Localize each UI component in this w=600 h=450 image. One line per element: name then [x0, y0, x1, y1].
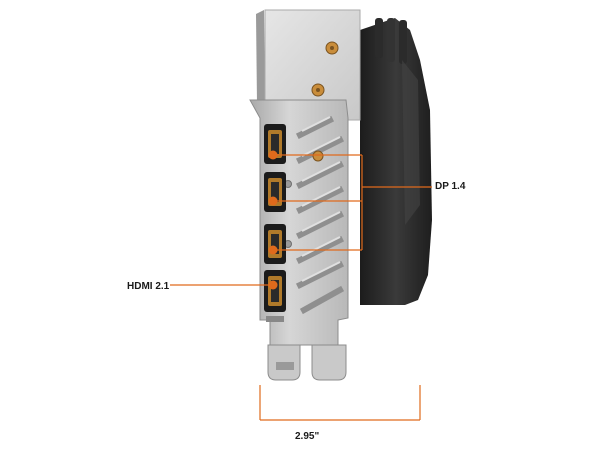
heatsink-fin	[375, 18, 383, 58]
dp-port-2	[264, 172, 286, 212]
screw-icon	[312, 150, 324, 162]
cooler-shroud	[360, 18, 432, 305]
vent-grille	[295, 115, 345, 315]
hdmi-label: HDMI 2.1	[127, 281, 170, 292]
dp-port-3	[264, 224, 286, 264]
orange-dot-icon	[268, 196, 278, 206]
orange-dot-icon	[268, 150, 278, 160]
orange-dot-icon	[268, 280, 278, 290]
heatsink-fin	[399, 20, 407, 64]
dp-label: DP 1.4	[435, 181, 466, 192]
width-dimension	[259, 385, 421, 421]
dp-callout-lines	[273, 154, 432, 251]
width-label: 2.95"	[295, 431, 320, 442]
orange-dot-icon	[268, 245, 278, 255]
heatsink-fin	[387, 18, 395, 62]
bracket-tab-right	[311, 344, 347, 381]
